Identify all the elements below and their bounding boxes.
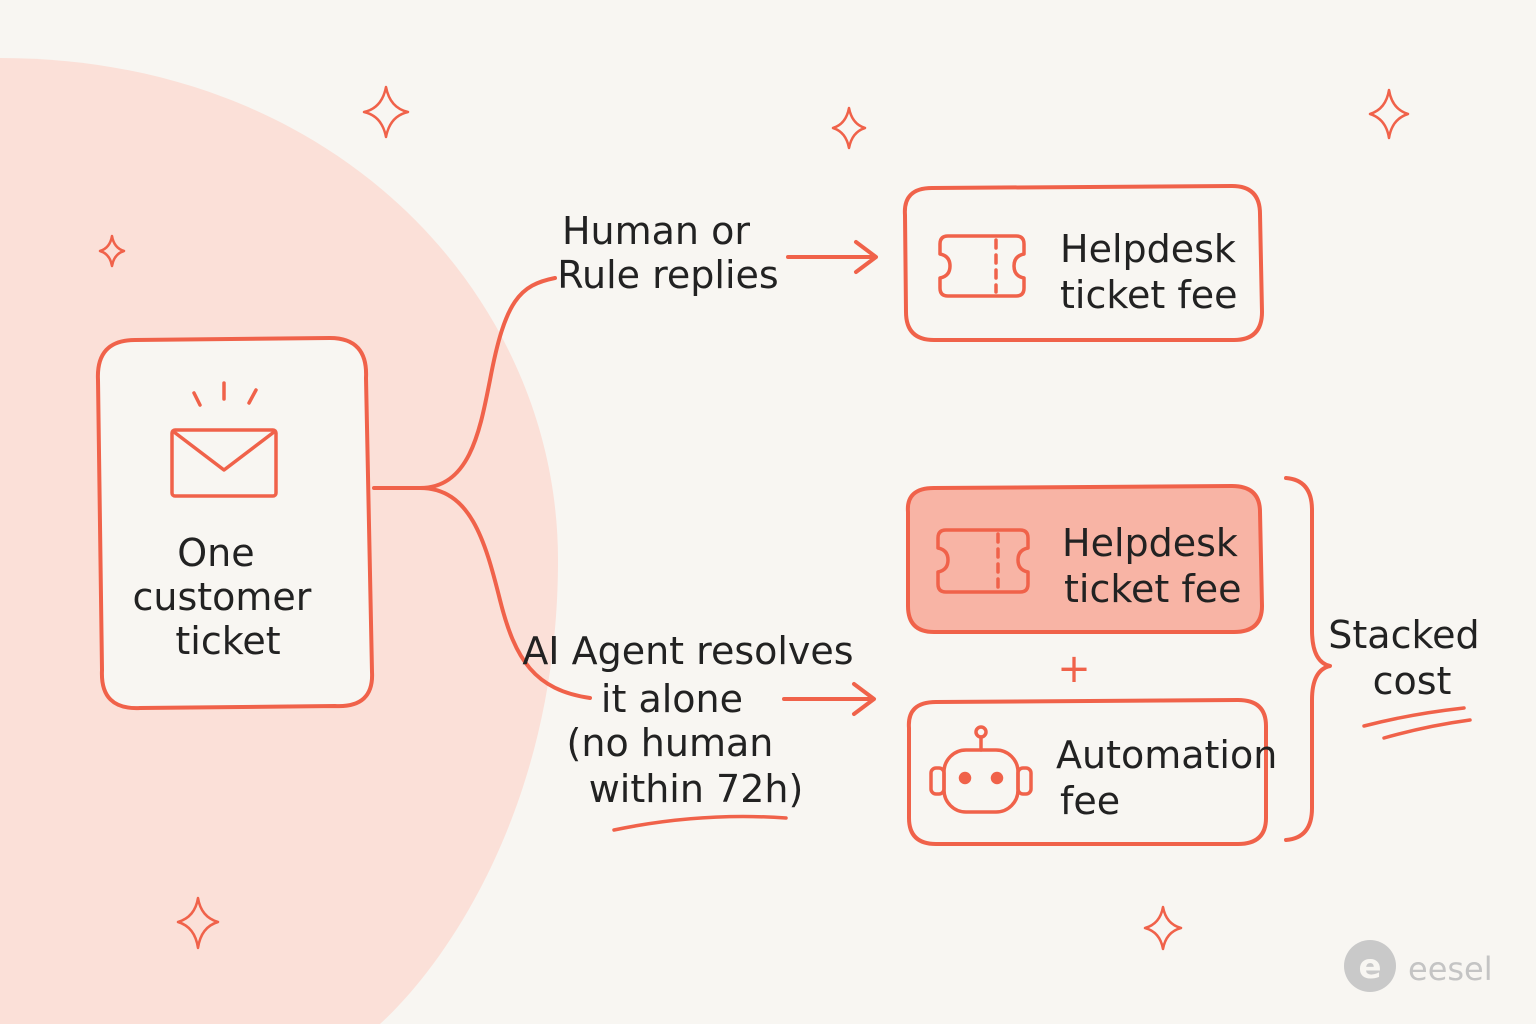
- brand-mark-circle: [1344, 940, 1396, 992]
- top-path-label-line: Human or: [562, 209, 750, 253]
- bottom-path-label-line: within 72h): [589, 767, 804, 811]
- bottom-path-label-line: (no human: [567, 721, 774, 765]
- stacked-cost-label-line: Stacked: [1328, 613, 1479, 657]
- sparkle-icon: [362, 85, 410, 139]
- stacked-cost-underline: [1362, 706, 1472, 740]
- top-outcome-card: Helpdesk ticket fee: [902, 184, 1264, 342]
- automation-fee-card: Automation fee: [906, 698, 1289, 846]
- source-label-line: One: [177, 531, 254, 575]
- stacked-helpdesk-card: Helpdesk ticket fee: [905, 484, 1264, 634]
- sparkle-icon: [176, 896, 220, 950]
- top-arrow: [786, 240, 878, 274]
- bottom-path-underline: [612, 814, 788, 832]
- svg-text:Helpdesk ticket fee: Helpdesk ticket fee: [1060, 227, 1248, 317]
- source-card: One customer ticket: [95, 336, 375, 711]
- svg-text:Helpdesk ticket fee: Helpdesk ticket fee: [1062, 521, 1250, 611]
- automation-fee-label-line: fee: [1060, 779, 1120, 823]
- automation-fee-label-line: Automation: [1056, 733, 1277, 777]
- plus-sign: +: [1057, 646, 1091, 692]
- stacked-cost-label-line: cost: [1373, 659, 1452, 703]
- sparkle-icon: [1143, 905, 1183, 951]
- branch-connector: [372, 276, 592, 700]
- top-outcome-label-line: Helpdesk: [1060, 227, 1236, 271]
- svg-text:Automation fee: Automation fee: [1056, 733, 1289, 823]
- robot-icon: [929, 725, 1033, 814]
- top-outcome-label-line: ticket fee: [1060, 273, 1238, 317]
- brand-logo: e eesel: [1344, 940, 1493, 992]
- stacked-helpdesk-label-line: ticket fee: [1064, 567, 1242, 611]
- sparkle-icons: [98, 85, 1410, 951]
- svg-text:AI Agent resolves it alone: AI Agent resolves it alone (no human wit…: [522, 629, 865, 811]
- bottom-path-label-line: it alone: [601, 677, 743, 721]
- svg-text:Stacked cost: Stacked cost: [1328, 613, 1491, 703]
- sparkle-icon: [831, 106, 867, 150]
- svg-text:One customer ticke: One customer ticket: [132, 531, 323, 663]
- stacked-helpdesk-label-line: Helpdesk: [1062, 521, 1238, 565]
- brand-mark: e: [1358, 947, 1381, 987]
- stacked-cost-bracket: [1284, 476, 1332, 842]
- envelope-icon: [170, 381, 278, 498]
- source-label-line: ticket: [175, 619, 280, 663]
- source-label-line: customer: [132, 575, 311, 619]
- ticket-icon: [938, 234, 1026, 298]
- top-path-label-line: Rule replies: [557, 253, 778, 297]
- svg-text:Human or Rule replies: Human or Rule replies: [557, 209, 778, 297]
- bottom-path-label-line: AI Agent resolves: [522, 629, 853, 673]
- brand-name: eesel: [1408, 950, 1493, 988]
- bottom-arrow: [782, 682, 876, 716]
- sparkle-icon: [1368, 88, 1410, 140]
- ticket-icon: [936, 528, 1030, 594]
- sparkle-icon: [98, 234, 126, 268]
